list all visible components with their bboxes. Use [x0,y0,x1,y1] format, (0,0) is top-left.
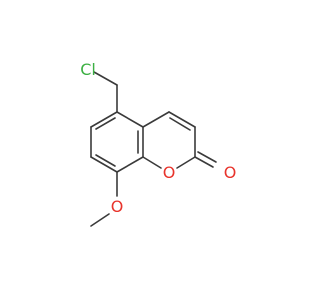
methoxy-oxygen-atom-label: O [111,197,124,216]
bond-c4-c3-inner [169,117,191,131]
bond-c2-o-carbonyl-double [197,151,217,163]
bond-c5-c4a [116,111,144,128]
bond-cl-ch2 [93,71,118,86]
bond-o-ch3 [90,213,110,227]
bond-c6-c5 [90,111,118,128]
ring-oxygen-atom-label: O [163,163,176,182]
bond-c6-c5-inner [95,117,116,130]
bond-c2-o1 [176,156,196,169]
molecule-structure-diagram: Cl O O O [80,60,237,227]
bond-c8a-c8 [116,156,144,173]
chlorine-atom-label: Cl [80,60,96,79]
bond-c4-c3 [168,111,196,128]
bond-c4a-c4 [142,111,170,128]
carbonyl-oxygen-atom-label: O [224,163,237,182]
bond-c8-c7 [90,156,118,173]
bond-c2-o-carbonyl [194,156,214,168]
bond-c8-c7-inner [95,154,116,167]
bond-o1-c8a [142,156,162,169]
